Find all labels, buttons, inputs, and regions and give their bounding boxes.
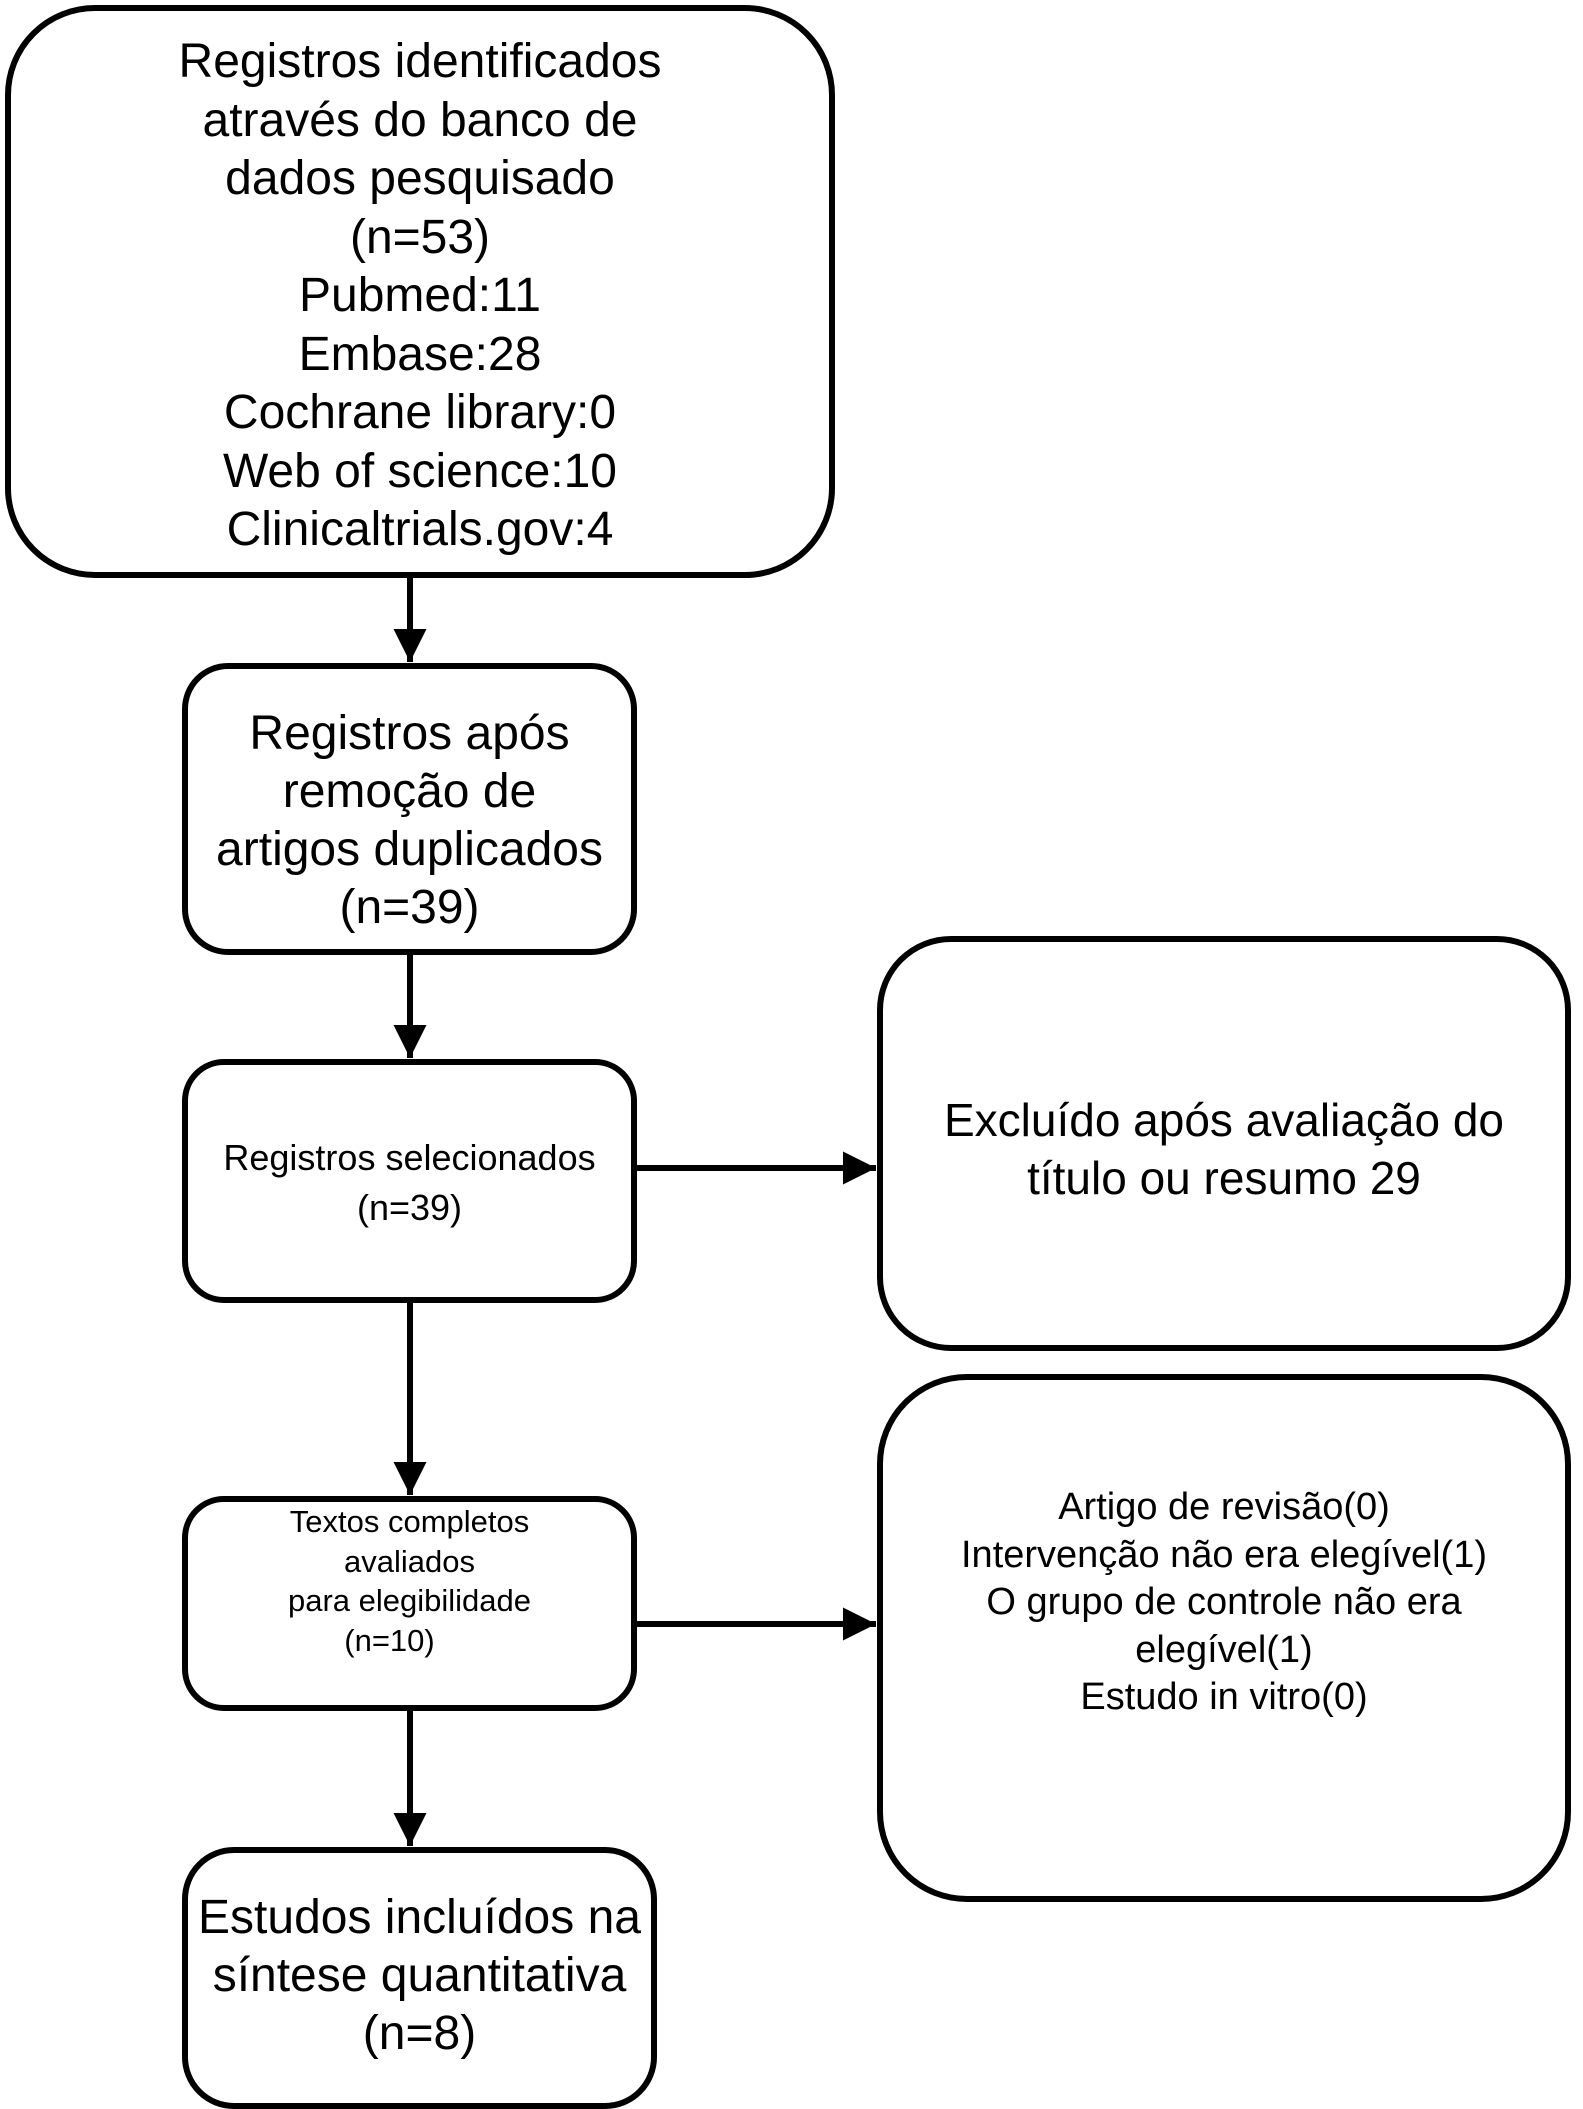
fulltext-line-2: avaliados: [344, 1543, 475, 1579]
screened-count: (n=39): [356, 1187, 463, 1228]
excluded-title-line-2: título ou resumo 29: [1027, 1152, 1421, 1204]
reason-in-vitro-study: Estudo in vitro(0): [1080, 1676, 1368, 1718]
fulltext-line-3: para elegibilidade: [287, 1583, 532, 1618]
records-screened-box: Registros selecionados (n=39): [182, 1059, 637, 1303]
records-identified-count: (n=53): [349, 210, 491, 264]
records-identified-line-2: através do banco de: [202, 93, 638, 147]
included-line-2: síntese quantitativa: [212, 1949, 627, 2002]
reason-review-article: Artigo de revisão(0): [1058, 1486, 1390, 1528]
dedup-count: (n=39): [339, 881, 480, 934]
excluded-full-text-reasons-box: Artigo de revisão(0) Intervenção não era…: [877, 1374, 1571, 1902]
fulltext-count: (n=10): [344, 1622, 435, 1658]
source-embase: Embase:28: [298, 327, 542, 381]
full-text-assessed-box: Textos completos avaliados para elegibil…: [182, 1496, 637, 1711]
source-cochrane: Cochrane library:0: [223, 386, 617, 439]
excluded-title-line-1: Excluído após avaliação do: [943, 1094, 1505, 1146]
excluded-title-abstract-box: Excluído após avaliação do título ou res…: [877, 936, 1571, 1351]
studies-included-box: Estudos incluídos na síntese quantitativ…: [182, 1847, 657, 2109]
reason-control-group-ineligible-2: elegível(1): [1135, 1628, 1313, 1671]
source-web-of-science: Web of science:10: [222, 444, 617, 498]
records-identified-line-1: Registros identificados: [178, 35, 662, 88]
fulltext-line-1: Textos completos: [289, 1504, 530, 1539]
dedup-line-1: Registros após: [249, 707, 570, 760]
screened-line-1: Registros selecionados: [223, 1137, 596, 1178]
records-after-dedup-box: Registros após remoção de artigos duplic…: [182, 663, 637, 955]
records-identified-line-3: dados pesquisado: [225, 152, 615, 205]
records-identified-box: Registros identificados através do banco…: [5, 5, 835, 578]
included-count: (n=8): [362, 2007, 477, 2060]
reason-intervention-ineligible: Intervenção não era elegível(1): [961, 1533, 1487, 1576]
dedup-line-2: remoção de: [282, 765, 537, 818]
source-pubmed: Pubmed:11: [299, 269, 541, 322]
included-line-1: Estudos incluídos na: [198, 1891, 641, 1944]
reason-control-group-ineligible-1: O grupo de controle não era: [986, 1581, 1462, 1623]
dedup-line-3: artigos duplicados: [216, 823, 603, 876]
source-clinicaltrials: Clinicaltrials.gov:4: [226, 503, 614, 556]
